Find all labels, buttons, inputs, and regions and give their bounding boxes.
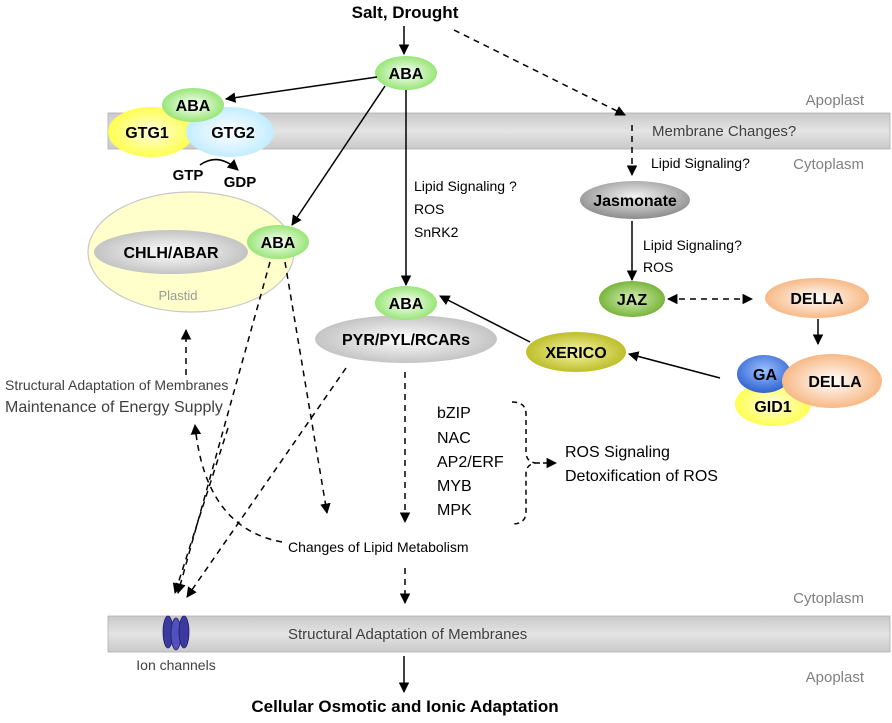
structural-adaptation-membrane-label: Structural Adaptation of Membranes (288, 626, 527, 643)
tf-item: AP2/ERF (437, 454, 504, 471)
bottom-membrane (107, 615, 891, 653)
aba-main-label: ABA (389, 66, 424, 83)
tf-item: NAC (437, 430, 471, 447)
gtg2-label: GTG2 (211, 125, 255, 142)
stimulus-title: Salt, Drought (352, 3, 459, 22)
cytoplasm-bottom-label: Cytoplasm (793, 590, 864, 607)
aba-gtg-label: ABA (176, 98, 211, 115)
gtg1-label: GTG1 (125, 125, 169, 142)
arrow-pyr-ion (186, 367, 347, 598)
ga-label: GA (753, 367, 777, 384)
transcription-factor-list: bZIP NAC AP2/ERF MYB MPK (437, 405, 504, 519)
pyr-pyl-rcars-label: PYR/PYL/RCARs (342, 332, 470, 349)
jaz-label: JAZ (617, 292, 647, 309)
lipid-signaling-q1-label: Lipid Signaling? (651, 155, 750, 171)
gdp-label: GDP (224, 174, 257, 191)
chlh-abar-node: CHLH/ABAR (94, 230, 248, 274)
chlh-abar-label: CHLH/ABAR (123, 245, 219, 262)
gid1-label: GID1 (754, 399, 791, 416)
detox-ros-label: Detoxification of ROS (565, 468, 718, 485)
arrow-aba-gtg (224, 76, 378, 103)
aba-pyr-label: ABA (389, 296, 424, 313)
arrow-complex-xerico (627, 351, 721, 379)
aba-plastid-node: ABA (247, 225, 309, 259)
ros-label: ROS (414, 201, 444, 217)
della-complex-label: DELLA (808, 374, 862, 391)
arrow-aba-plastid (291, 85, 386, 226)
ga-gid1-della-complex: GA GID1 DELLA (735, 354, 882, 426)
arrow-aba-lipid (284, 261, 331, 515)
tf-item: bZIP (437, 405, 471, 422)
xerico-node: XERICO (526, 332, 626, 372)
gtg-complex: ABA GTG1 GTG2 (108, 88, 274, 157)
jasmonate-label: Jasmonate (593, 193, 677, 210)
aba-pyr-node: ABA (375, 286, 437, 320)
tf-item: MYB (437, 478, 472, 495)
jaz-node: JAZ (599, 281, 665, 317)
lipid-signaling-q2-label: Lipid Signaling? (643, 237, 742, 253)
della-top-label: DELLA (790, 291, 844, 308)
pyr-pyl-rcars-node: PYR/PYL/RCARs (315, 315, 497, 363)
solid-arrows (224, 26, 824, 694)
gtp-label: GTP (173, 167, 204, 184)
gtp-gdp-arrow (199, 158, 239, 171)
aba-plastid-label: ABA (261, 235, 296, 252)
ros-signaling-label: ROS Signaling (565, 444, 670, 461)
tf-item: MPK (437, 502, 472, 519)
tf-brace (511, 401, 537, 525)
arrow-lipid-maintenance (190, 423, 283, 543)
della-top-node: DELLA (765, 278, 869, 318)
plastid-label: Plastid (158, 288, 197, 303)
aba-main-node: ABA (375, 56, 437, 90)
membrane-changes-label: Membrane Changes? (652, 123, 796, 140)
arrow-stimulus-membrane (453, 29, 626, 116)
lipid-signaling-main-label: Lipid Signaling ? (414, 178, 517, 194)
outcome-title: Cellular Osmotic and Ionic Adaptation (251, 697, 558, 716)
xerico-label: XERICO (545, 345, 606, 362)
ros-jaz-label: ROS (643, 259, 673, 275)
cytoplasm-top-label: Cytoplasm (793, 156, 864, 173)
ion-channel-icon (162, 615, 190, 651)
dashed-arrows (172, 29, 754, 605)
arrow-xerico-aba (439, 295, 531, 343)
maintenance-energy-label: Maintenance of Energy Supply (5, 399, 223, 416)
snrk2-label: SnRK2 (414, 224, 459, 240)
jasmonate-node: Jasmonate (580, 181, 690, 219)
arrow-maintenance-ion (172, 427, 229, 594)
apoplast-bottom-label: Apoplast (806, 669, 865, 686)
changes-lipid-metabolism-label: Changes of Lipid Metabolism (288, 539, 469, 555)
apoplast-top-label: Apoplast (806, 92, 865, 109)
structural-adaptation-left-label: Structural Adaptation of Membranes (5, 377, 228, 393)
ion-channels-label: Ion channels (136, 657, 215, 673)
